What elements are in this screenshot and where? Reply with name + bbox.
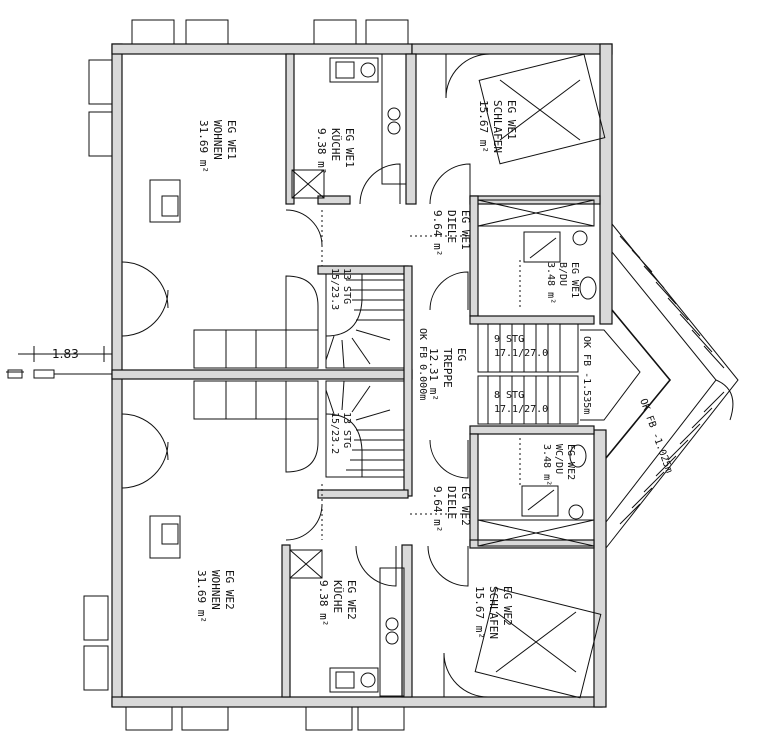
label-treppe: EG TREPPE 12.31 m²: [427, 348, 468, 401]
svg-text:DIELE: DIELE: [445, 210, 458, 243]
svg-text:3.48 m²: 3.48 m²: [545, 262, 556, 304]
label-bad-we1: EG WE1 B/DU 3.48 m²: [545, 262, 580, 304]
label-kueche-we1: EG WE1 KÜCHE 9.38 m²: [315, 128, 356, 174]
svg-text:B/DU: B/DU: [557, 262, 568, 286]
svg-text:WC/DU: WC/DU: [553, 444, 564, 474]
svg-text:EG WE1: EG WE1: [459, 210, 472, 250]
label-diele-we1: EG WE1 DIELE 9.64 m²: [431, 210, 472, 256]
label-level-0: OK FB 0.000m: [417, 328, 428, 400]
svg-text:WOHNEN: WOHNEN: [209, 570, 222, 610]
svg-text:KÜCHE: KÜCHE: [329, 128, 342, 161]
svg-text:15/23.2: 15/23.2: [329, 412, 340, 454]
svg-text:31.69 m²: 31.69 m²: [195, 570, 208, 623]
svg-text:TREPPE: TREPPE: [441, 348, 454, 388]
svg-text:9.64 m²: 9.64 m²: [431, 210, 444, 256]
svg-text:13 STG: 13 STG: [341, 412, 352, 448]
living-furniture: [149, 179, 319, 559]
windows: [83, 19, 409, 731]
doors: [121, 53, 491, 698]
svg-text:15.67 m²: 15.67 m²: [477, 100, 490, 153]
svg-text:9.64 m²: 9.64 m²: [431, 486, 444, 532]
staircases: [325, 273, 641, 478]
label-bad-we2: EG WE2 WC/DU 3.48 m²: [541, 444, 576, 486]
beds: [474, 53, 606, 699]
svg-text:EG WE1: EG WE1: [225, 120, 238, 160]
label-kueche-we2: EG WE2 KÜCHE 9.38 m²: [317, 580, 358, 626]
svg-text:13 STG: 13 STG: [341, 268, 352, 304]
svg-text:9.38 m²: 9.38 m²: [315, 128, 328, 174]
label-schlafen-we1: EG WE1 SCHLAFEN 15.67 m²: [477, 100, 518, 153]
label-stair-4-count: 8 STG: [494, 390, 524, 401]
label-level-1535: OK FB -1.535m: [581, 336, 592, 414]
label-wohnen-we1: EG WE1 WOHNEN 31.69 m²: [197, 120, 238, 173]
interior-walls: [281, 53, 601, 698]
svg-text:12.31 m²: 12.31 m²: [427, 348, 440, 401]
label-stair-2: 13 STG 15/23.2: [329, 412, 352, 454]
svg-text:WOHNEN: WOHNEN: [211, 120, 224, 160]
svg-text:31.69 m²: 31.69 m²: [197, 120, 210, 173]
svg-text:EG: EG: [455, 348, 468, 361]
label-stair-4-size: 17.1/27.0: [494, 404, 548, 415]
outer-walls: [111, 43, 613, 708]
dimension-label: 1.83: [52, 347, 79, 361]
wardrobes: [477, 199, 595, 547]
openings: [321, 210, 521, 540]
svg-text:EG WE2: EG WE2: [223, 570, 236, 610]
svg-text:EG WE1: EG WE1: [569, 262, 580, 298]
bath-fixtures: [521, 230, 597, 520]
svg-text:EG WE2: EG WE2: [565, 444, 576, 480]
room-labels: EG WE1 WOHNEN 31.69 m² EG WE1 KÜCHE 9.38…: [195, 100, 580, 639]
svg-text:DIELE: DIELE: [445, 486, 458, 519]
svg-text:3.48 m²: 3.48 m²: [541, 444, 552, 486]
svg-text:SCHLAFEN: SCHLAFEN: [491, 100, 504, 153]
label-stair-1: 13 STG 15/23.3: [329, 268, 352, 310]
svg-text:SCHLAFEN: SCHLAFEN: [487, 586, 500, 639]
svg-text:15.67 m²: 15.67 m²: [473, 586, 486, 639]
svg-text:EG WE2: EG WE2: [345, 580, 358, 620]
label-schlafen-we2: EG WE2 SCHLAFEN 15.67 m²: [473, 586, 514, 639]
svg-text:KÜCHE: KÜCHE: [331, 580, 344, 613]
label-stair-3-size: 17.1/27.0: [494, 348, 548, 359]
label-diele-we2: EG WE2 DIELE 9.64 m²: [431, 486, 472, 532]
svg-text:EG WE1: EG WE1: [343, 128, 356, 168]
label-wohnen-we2: EG WE2 WOHNEN 31.69 m²: [195, 570, 236, 623]
label-level-1025: OK FB -1.025m: [637, 397, 674, 474]
label-stair-3-count: 9 STG: [494, 334, 524, 345]
svg-text:EG WE2: EG WE2: [501, 586, 514, 626]
svg-text:EG WE2: EG WE2: [459, 486, 472, 526]
svg-text:9.38 m²: 9.38 m²: [317, 580, 330, 626]
kitchen-fixtures: [289, 53, 407, 697]
bay-enclosure: [605, 223, 739, 549]
svg-text:15/23.3: 15/23.3: [329, 268, 340, 310]
dimension-marker: 1.83: [6, 346, 112, 379]
svg-text:EG WE1: EG WE1: [505, 100, 518, 140]
stair-labels: 13 STG 15/23.3 13 STG 15/23.2 9 STG 17.1…: [329, 268, 548, 454]
